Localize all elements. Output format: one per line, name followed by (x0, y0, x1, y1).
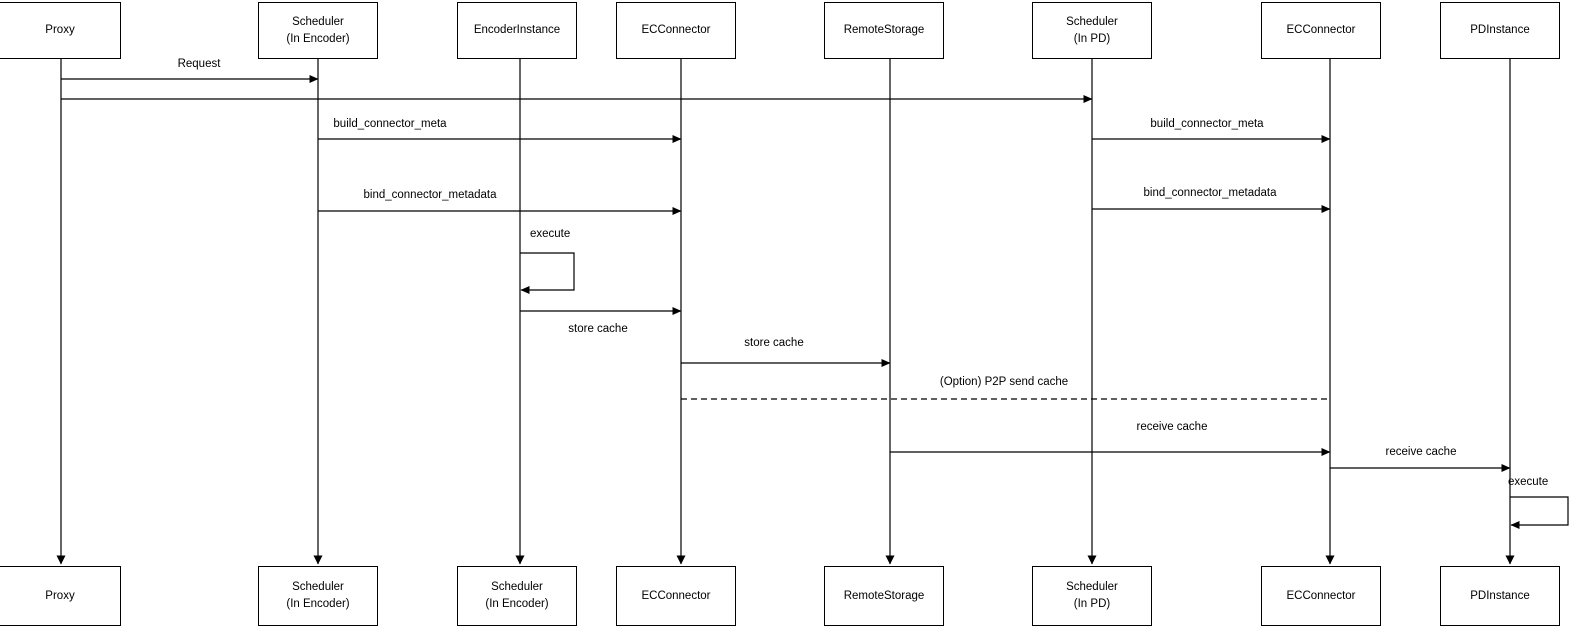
message-arrow-group (61, 75, 1569, 529)
participant-name: Proxy (45, 24, 75, 37)
participant-box-remote-storage[interactable]: RemoteStorage (824, 2, 944, 59)
participant-box-pd-instance-b[interactable]: PDInstance (1440, 566, 1560, 626)
message-label-m4: build_connector_meta (1150, 118, 1264, 130)
participant-name: PDInstance (1470, 24, 1530, 37)
participant-name: ECConnector (1286, 24, 1356, 37)
participant-name: Scheduler (292, 15, 344, 28)
message-label-m1: Request (177, 58, 221, 70)
participant-name: ECConnector (641, 589, 711, 602)
participant-name: EncoderInstance (473, 24, 561, 37)
participant-name: Scheduler (1066, 15, 1118, 28)
message-label-m10: receive cache (1136, 421, 1208, 433)
participant-name: RemoteStorage (843, 589, 925, 602)
participant-name: Scheduler (292, 581, 344, 594)
participant-box-remote-storage-b[interactable]: RemoteStorage (824, 566, 944, 626)
participant-box-sched-pd[interactable]: Scheduler (In PD) (1032, 2, 1152, 59)
participant-qualifier: (In Encoder) (286, 598, 350, 610)
lifeline-group (56, 59, 1515, 565)
message-label-m5: bind_connector_metadata (363, 189, 497, 201)
participant-name: ECConnector (641, 24, 711, 37)
message-label-m6: bind_connector_metadata (1143, 187, 1277, 199)
participant-qualifier: (In PD) (1073, 32, 1111, 45)
self-message-label-s2: execute (1508, 476, 1549, 488)
participant-box-proxy[interactable]: Proxy (0, 2, 121, 59)
participant-box-ec-connector-pd-b[interactable]: ECConnector (1261, 566, 1381, 626)
participant-box-proxy-b[interactable]: Proxy (0, 566, 121, 626)
message-label-m9: (Option) P2P send cache (939, 376, 1069, 388)
self-message-label-s1: execute (530, 228, 571, 240)
participant-name: PDInstance (1470, 589, 1530, 602)
participant-qualifier: (In Encoder) (286, 32, 350, 45)
participant-name: RemoteStorage (843, 24, 925, 37)
message-label-m3: build_connector_meta (333, 118, 447, 130)
message-label-m8: store cache (744, 337, 804, 349)
participant-box-ec-connector-b[interactable]: ECConnector (616, 566, 736, 626)
message-label-m11: receive cache (1385, 446, 1457, 458)
self-message-s2[interactable] (1510, 496, 1569, 529)
participant-box-sched-encoder-b2[interactable]: Scheduler (In Encoder) (457, 566, 577, 626)
participant-box-ec-connector-pd[interactable]: ECConnector (1261, 2, 1381, 59)
participant-qualifier: (In Encoder) (485, 598, 549, 610)
self-message-s1[interactable] (520, 252, 575, 294)
participant-name: Scheduler (1066, 581, 1118, 594)
participant-name: ECConnector (1286, 589, 1356, 602)
participant-box-sched-pd-b[interactable]: Scheduler (In PD) (1032, 566, 1152, 626)
participant-box-ec-connector-enc[interactable]: ECConnector (616, 2, 736, 59)
participant-box-sched-encoder-b[interactable]: Scheduler (In Encoder) (258, 566, 378, 626)
participant-name: Scheduler (491, 581, 543, 594)
participant-qualifier: (In PD) (1073, 598, 1111, 610)
participant-box-sched-encoder[interactable]: Scheduler (In Encoder) (258, 2, 378, 59)
participant-box-encoder-instance[interactable]: EncoderInstance (457, 2, 577, 59)
participant-box-pd-instance[interactable]: PDInstance (1440, 2, 1560, 59)
message-label-m7: store cache (568, 323, 628, 335)
participant-name: Proxy (45, 589, 75, 602)
